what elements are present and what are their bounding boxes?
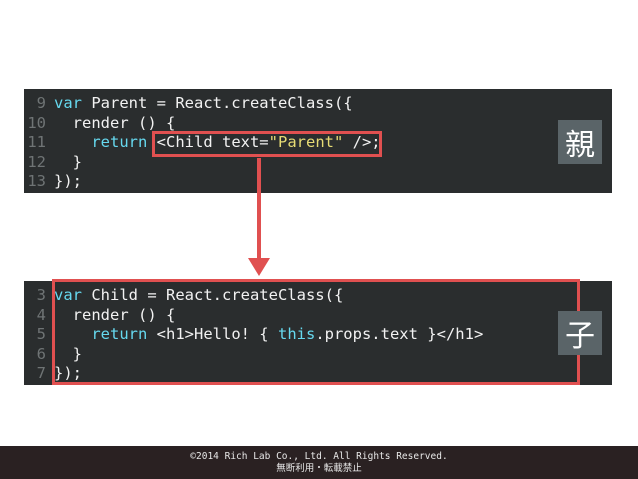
parent-badge: 親 xyxy=(558,120,602,164)
child-code-line: 4 render () { xyxy=(24,305,176,325)
line-number: 9 xyxy=(36,94,46,112)
child-code-line: 3 var Child = React.createClass({ xyxy=(24,285,344,305)
code-token: var xyxy=(54,286,82,304)
copyright-text: ©2014 Rich Lab Co., Ltd. All Rights Rese… xyxy=(190,451,448,462)
parent-code-line: 11 return <Child text="Parent" />; xyxy=(24,132,381,152)
code-token: } xyxy=(54,152,82,171)
parent-code-line: 10 render () { xyxy=(24,113,175,133)
code-token: }); xyxy=(54,364,82,382)
code-token: Child = React.createClass({ xyxy=(82,286,344,304)
code-token: .props.text }</h1> xyxy=(315,325,484,343)
line-number: 13 xyxy=(27,172,46,190)
child-badge: 子 xyxy=(558,311,602,355)
child-element-highlight xyxy=(152,131,382,157)
code-token: render () { xyxy=(54,113,176,132)
child-code-line: 5 return <h1>Hello! { this.props.text }<… xyxy=(24,324,484,344)
line-number: 12 xyxy=(27,152,46,171)
parent-code-line: 13}); xyxy=(24,171,82,191)
code-token: "Parent" xyxy=(268,133,344,151)
parent-code-line: 9 var Parent = React.createClass({ xyxy=(24,93,353,113)
usage-notice: 無断利用・転載禁止 xyxy=(276,463,362,474)
line-number: 5 xyxy=(36,325,46,343)
code-token: }); xyxy=(54,172,82,190)
arrow-down-icon xyxy=(248,258,270,276)
child-code-panel: 7});6 }5 return <h1>Hello! { this.props.… xyxy=(24,279,612,385)
parent-code-line: 12 } xyxy=(24,152,82,172)
child-code-line: 7}); xyxy=(24,363,82,383)
code-token: var xyxy=(54,94,82,112)
footer: ©2014 Rich Lab Co., Ltd. All Rights Rese… xyxy=(0,446,638,479)
parent-code-panel: 13});12 }11 return <Child text="Parent" … xyxy=(24,89,612,193)
line-number: 11 xyxy=(27,133,46,151)
code-token: Parent = React.createClass({ xyxy=(82,94,353,112)
line-number: 3 xyxy=(36,286,46,304)
code-token: render () { xyxy=(54,305,176,324)
code-token: return xyxy=(91,133,148,151)
code-token: } xyxy=(54,344,82,363)
code-token: this xyxy=(277,325,316,343)
line-number: 7 xyxy=(36,364,46,382)
line-number: 4 xyxy=(36,305,46,324)
code-token: />; xyxy=(343,133,381,151)
child-component-highlight xyxy=(52,279,580,385)
line-number: 6 xyxy=(36,344,46,363)
code-token: return xyxy=(91,325,148,343)
code-token: <h1>Hello! { xyxy=(147,325,278,343)
child-code-line: 6 } xyxy=(24,344,82,364)
line-number: 10 xyxy=(27,113,46,132)
code-token: <Child text= xyxy=(147,133,269,151)
code-token xyxy=(54,133,91,151)
arrow-shaft xyxy=(257,158,261,258)
